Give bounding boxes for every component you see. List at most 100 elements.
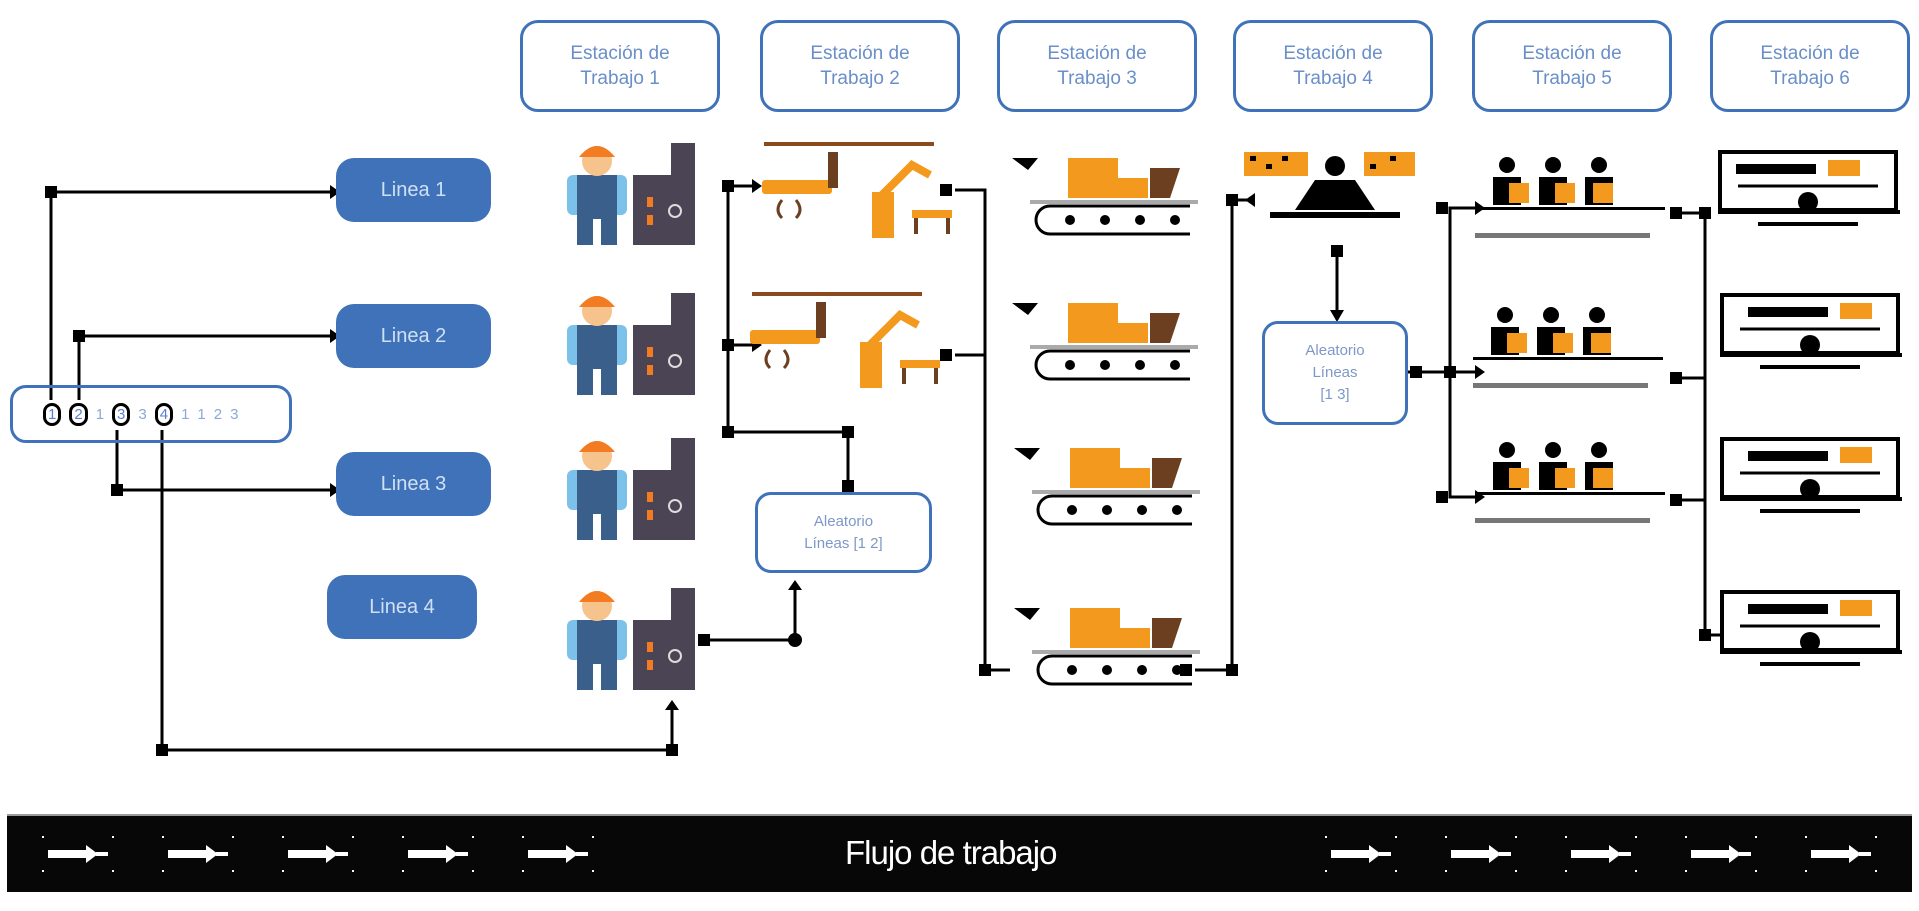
connector-node [1699, 207, 1711, 219]
connector-node [979, 664, 991, 676]
station-title-line: Estación de [1047, 43, 1147, 64]
connector-node [1331, 245, 1343, 257]
workflow-title: Flujo de trabajo [845, 834, 1057, 871]
connector-random2-to-assembly-3 [1448, 372, 1475, 499]
robot-arm-icon [762, 142, 952, 238]
flow-arrow-icon [1445, 836, 1517, 872]
station-title-line: Trabajo 1 [580, 68, 660, 89]
linea-3-button[interactable]: Linea 3 [336, 452, 491, 516]
conveyor-machine-icon [1014, 448, 1200, 526]
robot-arm-icon [750, 292, 940, 388]
flow-arrow-icon [1685, 836, 1757, 872]
conveyor-machine-icon [1012, 303, 1198, 381]
connector-node [45, 186, 57, 198]
flow-arrow-icon [1325, 836, 1397, 872]
flow-arrow-icon [162, 836, 234, 872]
sequence-item: 3 [112, 402, 131, 426]
connector-node [722, 339, 734, 351]
flow-arrow-icon [1805, 836, 1877, 872]
workflow-banner: Flujo de trabajo [7, 814, 1912, 892]
connector-assembly-to-monitors [1670, 211, 1728, 637]
connector-seq-to-worker-4 [160, 430, 674, 752]
station-title-line: Estación de [810, 43, 910, 64]
connector-node [698, 634, 710, 646]
connector-node [1226, 194, 1238, 206]
connector-node [842, 480, 854, 492]
inspector-desk-icon [1244, 152, 1415, 218]
station-title-line: Trabajo 2 [820, 68, 900, 89]
connector-node [1180, 664, 1192, 676]
station-title-line: Trabajo 3 [1057, 68, 1137, 89]
connector-worker4-to-random [700, 585, 797, 642]
random-box-text: [1 3] [1320, 386, 1350, 403]
station-title-line: Trabajo 6 [1770, 68, 1850, 89]
connector-node [940, 349, 952, 361]
connector-node [842, 426, 854, 438]
worker-factory-icon [567, 143, 695, 245]
connector-node [1670, 207, 1682, 219]
connector-node [1670, 494, 1682, 506]
arrowhead-icon [330, 329, 340, 343]
connector-node [1444, 366, 1456, 378]
station-title-line: Estación de [1522, 43, 1622, 64]
connector-node [666, 744, 678, 756]
monitor-output-icon [1720, 590, 1902, 666]
conveyor-machine-icon [1014, 608, 1200, 686]
sequence-item: 3 [230, 405, 239, 423]
assembly-workers-icon [1475, 157, 1665, 238]
arrowhead-icon [1245, 193, 1255, 207]
flow-arrow-icon [282, 836, 354, 872]
sequence-item: 2 [213, 405, 223, 423]
linea-label: Linea 4 [369, 595, 435, 618]
connector-seq-to-linea-1 [49, 190, 330, 400]
sequence-item: 1 [197, 405, 206, 423]
assembly-workers-icon [1475, 442, 1665, 523]
worker-factory-icon [567, 588, 695, 690]
sequence-item: 1 [181, 405, 190, 423]
sequence-item: 1 [43, 402, 62, 426]
linea-label: Linea 2 [380, 324, 447, 347]
flow-arrow-icon [1565, 836, 1637, 872]
monitor-output-icon [1720, 293, 1902, 369]
connector-robots-to-conveyors [955, 188, 1010, 672]
station-title-line: Estación de [1760, 43, 1860, 64]
connector-node [73, 330, 85, 342]
sequence-item: 3 [138, 405, 147, 423]
random-box-text: Líneas [1 2] [804, 534, 883, 552]
station-header-3: Estación de Trabajo 3 [997, 20, 1197, 112]
connector-node [1699, 629, 1711, 641]
flow-arrow-icon [402, 836, 474, 872]
linea-1-button[interactable]: Linea 1 [336, 158, 491, 222]
arrowhead-icon [330, 185, 340, 199]
station-title-line: Estación de [1283, 43, 1383, 64]
linea-label: Linea 3 [380, 472, 447, 495]
connector-node [1436, 202, 1448, 214]
station-title-line: Trabajo 5 [1532, 68, 1612, 89]
arrowhead-icon [330, 483, 340, 497]
station-header-5: Estación de Trabajo 5 [1472, 20, 1672, 112]
monitor-output-icon [1720, 437, 1902, 513]
linea-2-button[interactable]: Linea 2 [336, 304, 491, 368]
random-box-text: Aleatorio [1305, 342, 1365, 359]
worker-factory-icon [567, 293, 695, 395]
connector-conveyor-to-desk [1195, 198, 1255, 672]
flow-arrow-icon [522, 836, 594, 872]
sequence-item: 2 [69, 402, 88, 426]
random-box-text: Líneas [1312, 364, 1358, 381]
line-sequence-box: 1 2 1 3 3 4 1 1 2 3 [10, 385, 292, 443]
linea-4-button[interactable]: Linea 4 [327, 575, 477, 639]
flow-arrow-icon [42, 836, 114, 872]
connector-node [940, 184, 952, 196]
arrowhead-icon [665, 700, 679, 710]
connector-node [1226, 664, 1238, 676]
monitor-output-icon [1718, 150, 1900, 226]
random-box-text: Aleatorio [813, 512, 874, 530]
connector-node [1436, 491, 1448, 503]
sequence-item: 1 [95, 405, 105, 423]
connector-node [1410, 366, 1422, 378]
